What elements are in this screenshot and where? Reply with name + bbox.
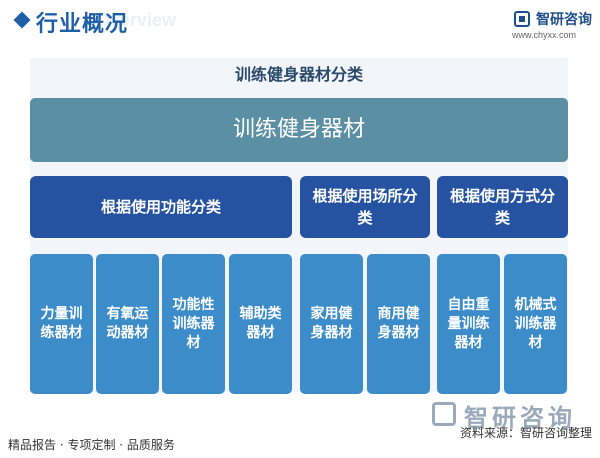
diagram-title: 训练健身器材分类 (234, 65, 363, 84)
category-place: 根据使用场所分类 (300, 176, 430, 238)
page-header: Overview 行业概况 智研咨询 www.chyxx.com (0, 0, 600, 44)
leaf-node: 辅助类器材 (229, 254, 292, 394)
leaf-node: 家用健身器材 (300, 254, 363, 394)
brand-logo: 智研咨询 www.chyxx.com (506, 6, 594, 42)
leaf-node: 自由重量训练器材 (437, 254, 500, 394)
header-title-en: Overview (96, 10, 177, 30)
leaf-node: 力量训练器材 (30, 254, 93, 394)
brand-url: www.chyxx.com (512, 30, 577, 40)
watermark-icon (432, 402, 456, 426)
leaf-node: 机械式训练器材 (504, 254, 567, 394)
leaf-node: 功能性训练器材 (162, 254, 225, 394)
leaf-node: 有氧运动器材 (96, 254, 159, 394)
leaf-node: 商用健身器材 (367, 254, 430, 394)
diamond-icon (13, 11, 31, 29)
footer-tagline: 精品报告 · 专项定制 · 品质服务 (8, 438, 175, 452)
brand-name: 智研咨询 (536, 12, 592, 28)
footer-source: 资料来源：智研咨询整理 (459, 426, 592, 440)
category-function: 根据使用功能分类 (30, 176, 292, 238)
root-node: 训练健身器材 (30, 98, 568, 162)
logo-icon (514, 11, 530, 27)
category-method: 根据使用方式分类 (437, 176, 568, 238)
header-title: 行业概况 (36, 12, 129, 37)
watermark-name: 智研咨询 (464, 404, 576, 432)
